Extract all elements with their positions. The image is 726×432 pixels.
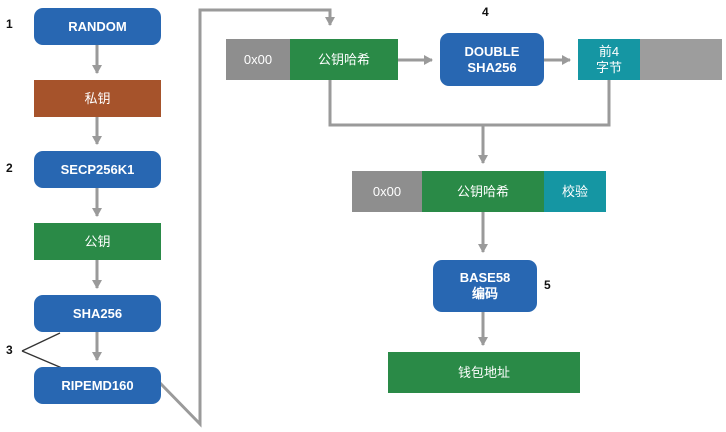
step3-bracket-lower: [21, 350, 63, 369]
arrow-first4-down: [483, 80, 611, 127]
double-sha256-node: DOUBLE SHA256: [440, 33, 544, 86]
random-node: RANDOM: [34, 8, 161, 45]
pubkey-hash-middle: 公钥哈希: [422, 171, 544, 212]
remaining-bytes-node: [640, 39, 722, 80]
sha256-node: SHA256: [34, 295, 161, 332]
arrow-ripemd-to-pubkeyhash: [158, 8, 335, 428]
step-number-1: 1: [6, 17, 13, 31]
first-4-bytes-node: 前4 字节: [578, 39, 640, 80]
secp256k1-node: SECP256K1: [34, 151, 161, 188]
step-number-4: 4: [482, 5, 489, 19]
private-key-node: 私钥: [34, 80, 161, 117]
public-key-node: 公钥: [34, 223, 161, 260]
base58-encode-node: BASE58 编码: [433, 260, 537, 312]
checksum-node: 校验: [544, 171, 606, 212]
arrow-hash-down: [328, 80, 483, 127]
ripemd160-node: RIPEMD160: [34, 367, 161, 404]
step-number-2: 2: [6, 161, 13, 175]
step3-bracket-upper: [21, 332, 61, 352]
wallet-address-node: 钱包地址: [388, 352, 580, 393]
version-byte-top: 0x00: [226, 39, 290, 80]
step-number-5: 5: [544, 278, 551, 292]
version-byte-middle: 0x00: [352, 171, 422, 212]
step-number-3: 3: [6, 343, 13, 357]
pubkey-hash-top: 公钥哈希: [290, 39, 398, 80]
